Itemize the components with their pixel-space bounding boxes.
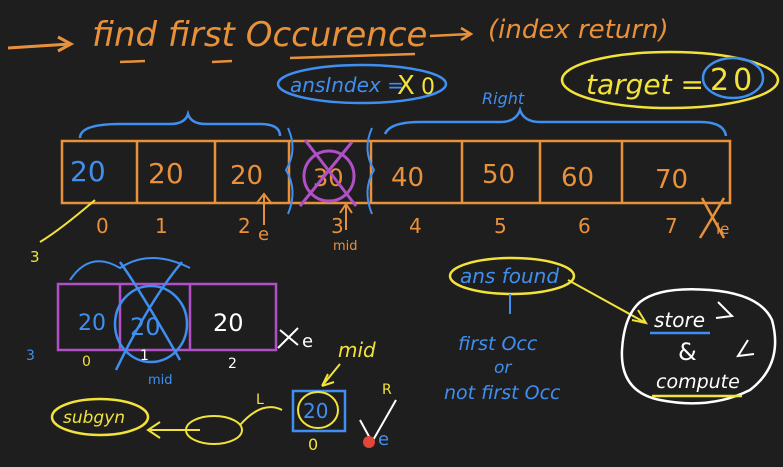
start-pointer-stroke [39,199,96,243]
sub-end-cross-mark [277,327,299,349]
sub-mid-arrow-icon [321,363,341,387]
mid-pointer-arrow-icon [339,202,353,230]
compute-label: compute [656,371,740,393]
not-first-occ-label: not first Occ [444,382,561,404]
ans-index-new-value: 0 [421,75,435,100]
bottom-value-circle [297,391,339,429]
bottom-index: 0 [308,435,318,454]
main-array-box [60,139,732,205]
cloud-arrow-icon [715,301,755,358]
target-oval [560,50,780,110]
misc-three: 3 [30,248,40,266]
sub-array-box [56,282,278,352]
ans-found-to-store-arrow-icon [567,279,649,325]
right-partition-squiggle [366,127,376,215]
array-index: 1 [155,214,168,238]
target-value: 20 [710,63,756,98]
le-cross-mark [698,197,726,239]
mid-pointer-label: mid [333,239,358,254]
title-underline [119,52,416,64]
subgyn-arrow-icon [146,421,200,439]
target-highlight-circle [701,56,765,100]
sub-array-top-squiggle [69,257,191,281]
array-index: 6 [578,214,591,238]
array-cell: 20 [148,157,184,190]
or-label: or [494,358,512,378]
first-occ-label: first Occ [458,333,538,355]
end-pointer-label: e [258,224,269,245]
sub-array-index: 1 [140,348,149,364]
array-index: 3 [331,214,344,238]
main-array-dividers [135,141,624,203]
bottom-R-label: R [382,382,392,398]
array-cell: 70 [655,165,688,195]
store-compute-cloud [620,287,777,405]
bottom-call-stroke [239,406,283,426]
right-half-brace [383,106,728,137]
sub-misc-three: 3 [26,348,35,364]
array-index: 4 [409,214,422,238]
ans-index-old-value: X [397,71,415,101]
array-cell: 40 [391,163,424,193]
bottom-value-box [291,389,347,433]
array-cell: 50 [482,160,515,190]
sub-array-index: 2 [228,356,237,372]
bottom-L-label: L [256,392,264,408]
left-half-brace [78,109,282,139]
end-pointer-arrow-icon [255,192,273,225]
mid-strike-mark [298,139,358,207]
array-cell: 60 [561,163,594,193]
array-index: 7 [665,214,678,238]
target-label: target = [586,68,704,101]
subgyn-label: subgyn [63,408,125,428]
sub-array-index: 0 [82,354,91,370]
store-label: store [654,308,705,332]
bottom-red-dot [363,436,375,448]
sub-mid-circle-mark [113,284,189,364]
and-label: & [678,338,697,366]
ans-found-label: ans found [460,264,559,288]
subgyn-oval [50,397,150,437]
sub-mid-top-label: mid [338,338,376,362]
mid-circle-mark [302,149,356,203]
array-index: 0 [96,214,109,238]
bottom-small-oval [185,415,243,445]
title-arrow-2-icon [429,26,474,42]
right-label: Right [482,89,525,108]
array-cell: 20 [70,155,106,188]
ans-index-label: ansIndex = [290,73,404,97]
sub-mid-label: mid [148,373,173,388]
le-pointer-label: le [716,220,729,238]
title-note: (index return) [488,15,669,45]
array-indices: 0 1 2 3 4 5 6 7 [96,214,678,238]
bottom-e-label: e [378,429,389,450]
sub-end-label: e [302,331,313,352]
sub-array-cell: 20 [213,309,244,337]
array-index: 5 [494,214,507,238]
array-cell: 20 [230,161,263,191]
title-arrow-icon [7,35,75,53]
array-index: 2 [238,214,251,238]
ans-index-oval [276,63,448,105]
left-partition-squiggle [284,127,294,215]
ans-found-oval [448,256,576,296]
page-title: find first Occurence [92,15,427,55]
bottom-value: 20 [303,399,328,423]
sub-mid-strike-mark [114,261,183,371]
sub-array-cell: 20 [78,311,106,336]
main-array-values: 20 20 20 30 40 50 60 70 [70,155,688,195]
